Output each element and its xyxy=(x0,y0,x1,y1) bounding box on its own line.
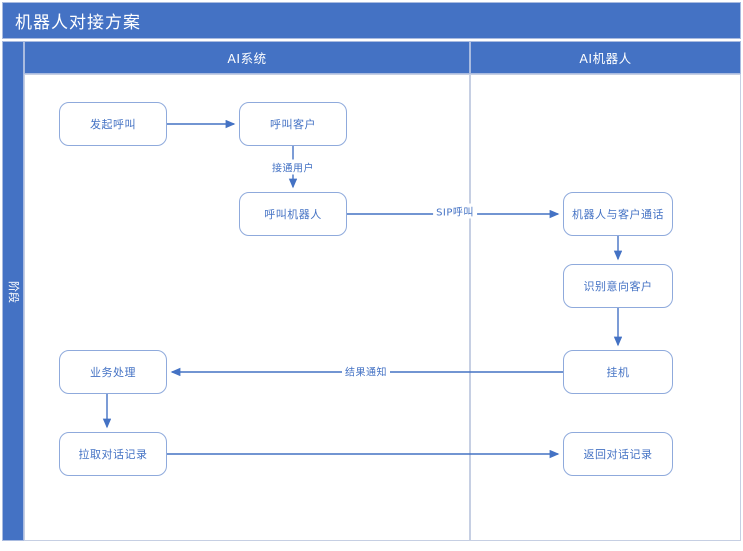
node-identify-intent[interactable]: 识别意向客户 xyxy=(563,264,673,308)
node-return-dialog-log[interactable]: 返回对话记录 xyxy=(563,432,673,476)
node-hangup[interactable]: 挂机 xyxy=(563,350,673,394)
node-call-robot[interactable]: 呼叫机器人 xyxy=(239,192,347,236)
phase-band-label-wrap: 阶段 xyxy=(3,42,25,542)
edge-label-e-callcust-to-callrobot: 接通用户 xyxy=(269,159,317,175)
lane-header-ai-system: AI系统 xyxy=(24,41,470,74)
node-fetch-dialog-log[interactable]: 拉取对话记录 xyxy=(59,432,167,476)
phase-band: 阶段 xyxy=(2,41,24,541)
node-initiate-call[interactable]: 发起呼叫 xyxy=(59,102,167,146)
node-call-customer[interactable]: 呼叫客户 xyxy=(239,102,347,146)
phase-band-label: 阶段 xyxy=(7,281,20,303)
edge-label-e-callrobot-to-talk: SIP呼叫 xyxy=(433,203,477,219)
node-robot-talk[interactable]: 机器人与客户通话 xyxy=(563,192,673,236)
lane-header-ai-robot: AI机器人 xyxy=(470,41,741,74)
edge-label-e-hangup-to-business: 结果通知 xyxy=(342,363,390,379)
diagram-title-bar: 机器人对接方案 xyxy=(2,2,741,39)
node-business-process[interactable]: 业务处理 xyxy=(59,350,167,394)
diagram-title: 机器人对接方案 xyxy=(15,13,141,33)
